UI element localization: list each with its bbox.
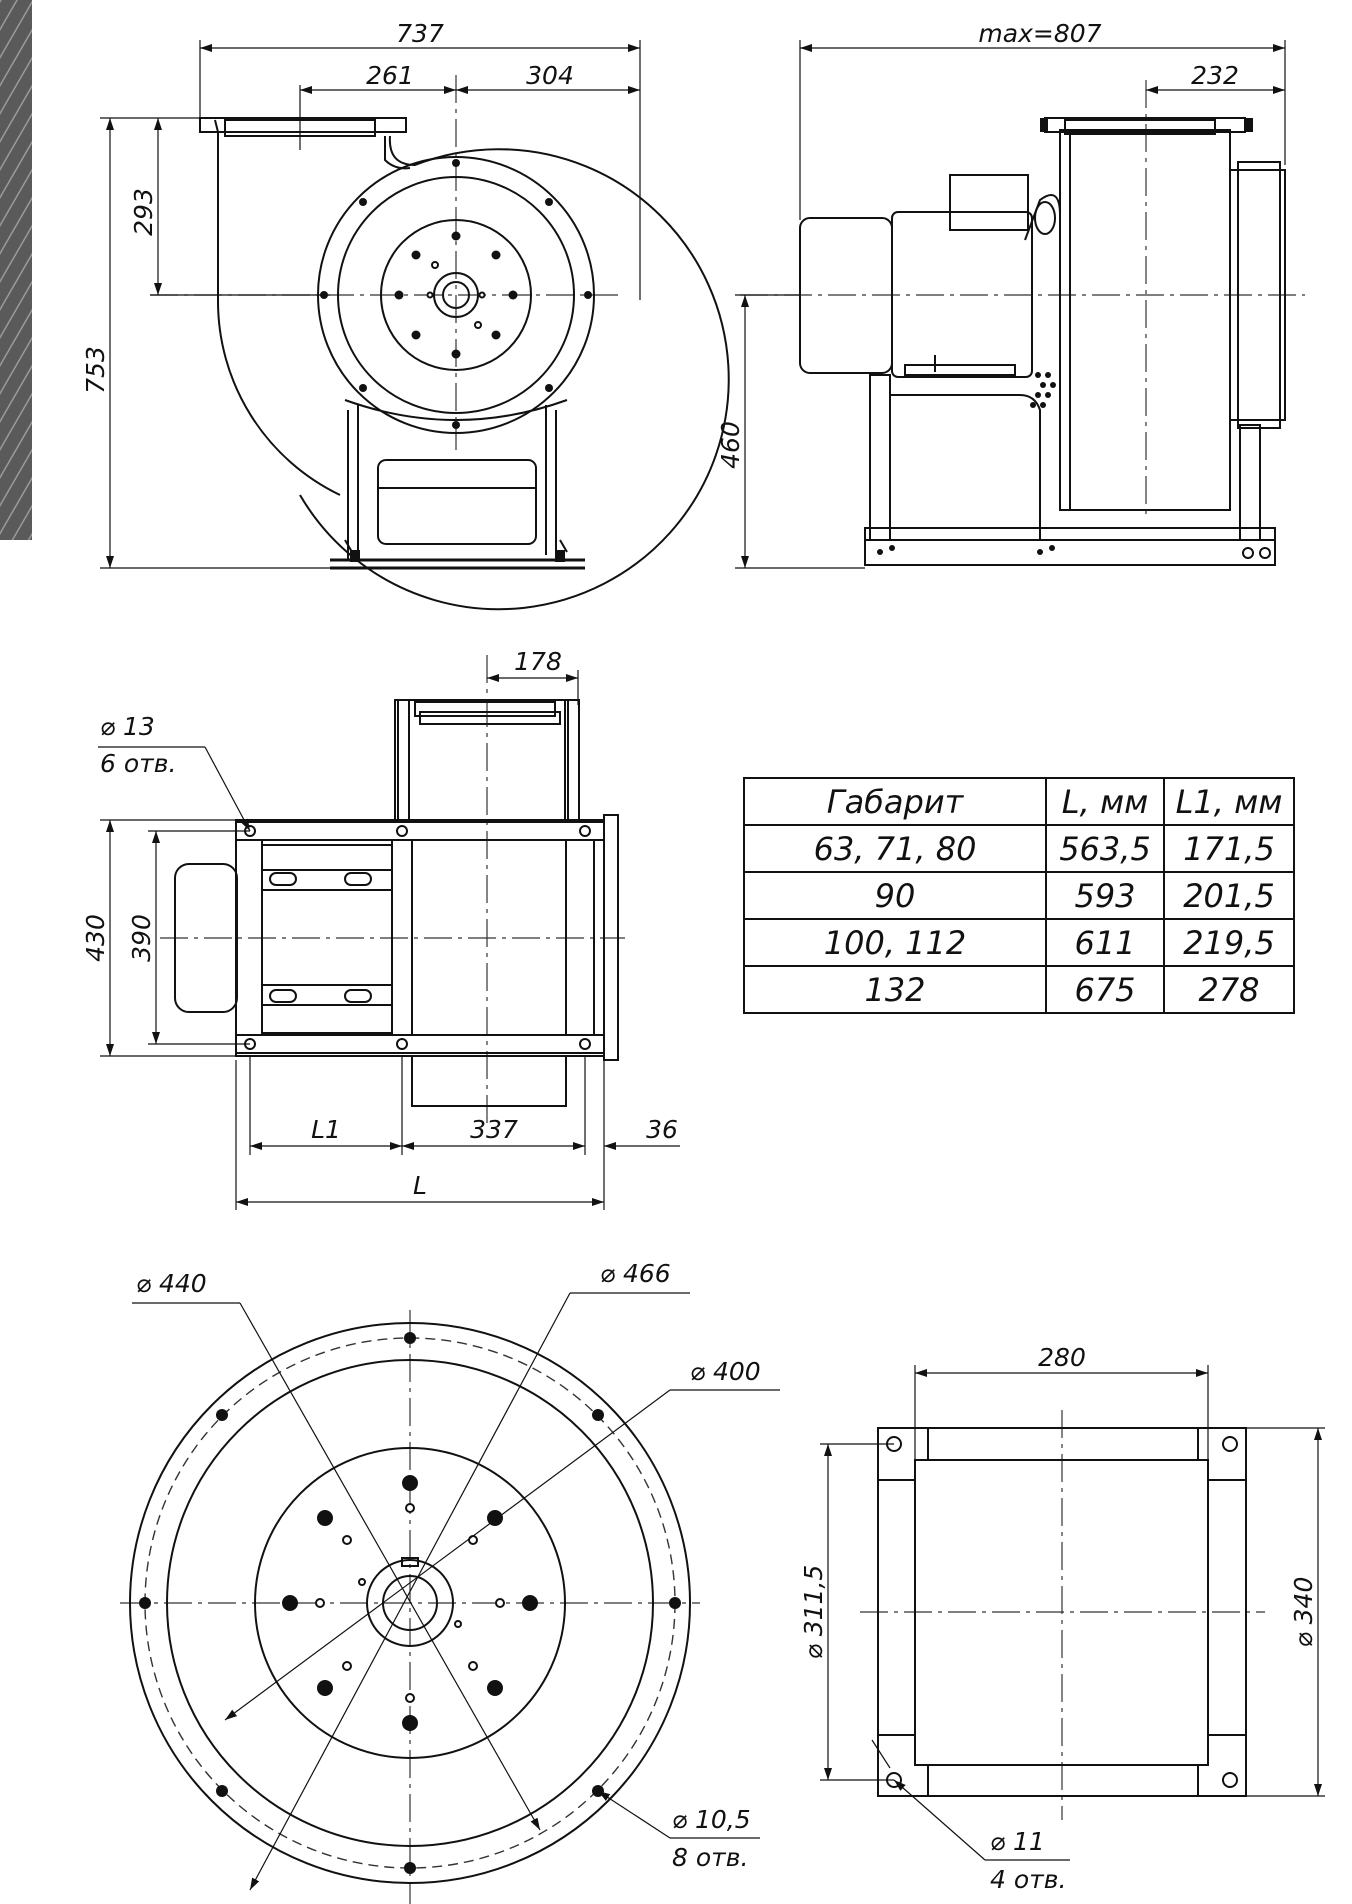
table-header-l: L, мм [1062, 783, 1148, 821]
dim-outlet-outer: ⌀ 340 [1289, 1577, 1318, 1648]
dim-top-right: 36 [646, 1115, 678, 1144]
table-cell: 278 [1198, 971, 1259, 1009]
dim-top-holes-count: 6 отв. [100, 749, 176, 778]
table-cell: 563,5 [1059, 830, 1151, 868]
front-view: 737 261 304 753 293 [81, 19, 730, 611]
outlet-view: 280 ⌀ 311,5 ⌀ 340 ⌀ 11 4 отв. [799, 1343, 1325, 1894]
table-cell: 675 [1074, 971, 1135, 1009]
top-view: ⌀ 13 6 отв. 178 430 390 L1 337 36 L [81, 647, 680, 1210]
dim-top-outlet: 178 [514, 647, 562, 676]
dim-outlet-holes-count: 4 отв. [990, 1865, 1066, 1894]
dim-flange-holes-count: 8 отв. [672, 1843, 748, 1872]
table-cell: 132 [864, 971, 925, 1009]
dim-front-width: 737 [396, 19, 444, 48]
dim-front-right: 304 [526, 61, 574, 90]
dim-top-mid: 337 [470, 1115, 518, 1144]
dim-outlet-width: 280 [1038, 1343, 1086, 1372]
dim-front-height: 753 [81, 346, 110, 394]
dim-flange-d2: ⌀ 466 [600, 1259, 671, 1288]
table-cell: 219,5 [1183, 924, 1275, 962]
dim-side-axis: 460 [716, 421, 745, 469]
table-cell: 611 [1074, 924, 1135, 962]
hatched-strip [0, 0, 32, 540]
dim-top-l1: L1 [311, 1115, 341, 1144]
dim-top-holes-size: ⌀ 13 [100, 712, 155, 741]
dim-flange-d1: ⌀ 440 [136, 1269, 207, 1298]
flange-view: ⌀ 440 ⌀ 466 ⌀ 400 ⌀ 10,5 8 отв. [120, 1259, 780, 1904]
table-header-l1: L1, мм [1176, 783, 1283, 821]
table-header-size: Габарит [827, 783, 965, 821]
table-cell: 201,5 [1183, 877, 1275, 915]
table-cell: 100, 112 [824, 924, 967, 962]
dim-front-left: 261 [366, 61, 414, 90]
dim-flange-holes-size: ⌀ 10,5 [672, 1805, 751, 1834]
side-view: max=807 232 460 [716, 19, 1305, 569]
dim-front-axis: 293 [129, 188, 158, 236]
table-cell: 593 [1074, 877, 1135, 915]
dim-side-width: max=807 [978, 19, 1101, 48]
table-cell: 171,5 [1183, 830, 1275, 868]
table-cell: 63, 71, 80 [814, 830, 977, 868]
dim-outlet-inner: ⌀ 311,5 [799, 1565, 828, 1660]
dim-flange-d3: ⌀ 400 [690, 1357, 761, 1386]
dim-top-width-inner: 390 [127, 914, 156, 962]
dim-outlet-holes-size: ⌀ 11 [990, 1827, 1045, 1856]
dim-side-outlet: 232 [1191, 61, 1239, 90]
table-cell: 90 [875, 877, 916, 915]
dim-top-width-outer: 430 [81, 914, 110, 962]
dim-top-l: L [413, 1171, 427, 1200]
size-table: Габарит L, мм L1, мм 63, 71, 80 563,5 17… [743, 777, 1295, 1014]
